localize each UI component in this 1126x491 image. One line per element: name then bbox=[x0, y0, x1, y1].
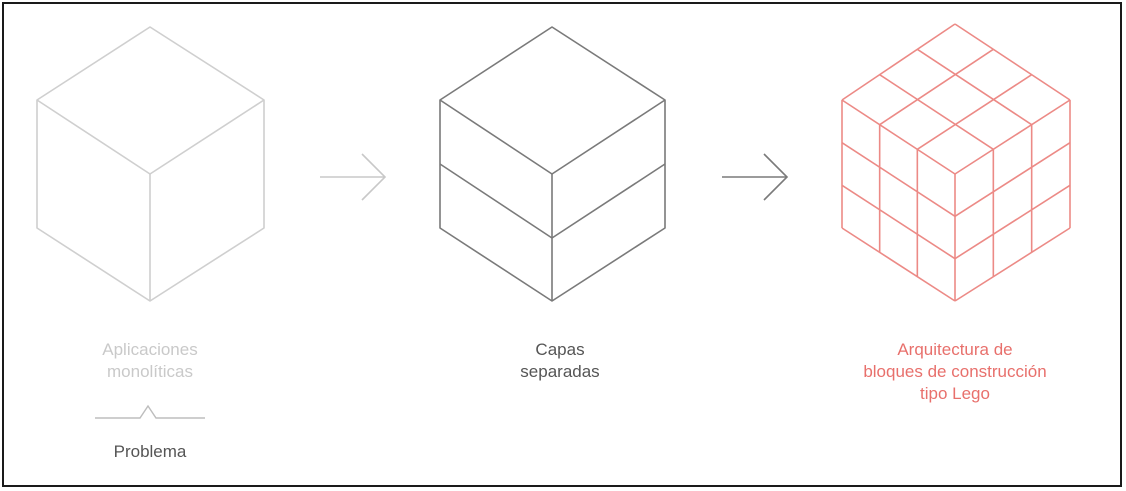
problem-bracket bbox=[95, 404, 205, 419]
lego-grid-line bbox=[916, 48, 1033, 126]
lego-grid-line bbox=[841, 227, 956, 302]
lego-grid-line bbox=[841, 23, 956, 101]
stage-lego-label: Arquitectura de bloques de construcción … bbox=[863, 340, 1047, 403]
lego-grid-line bbox=[841, 99, 956, 175]
arrow-icon bbox=[722, 153, 789, 201]
lego-cube bbox=[841, 23, 1071, 302]
lego-grid-line bbox=[954, 227, 1071, 302]
layers-cube bbox=[439, 26, 666, 302]
arrow-icon bbox=[320, 153, 387, 201]
stage-layers-label: Capas separadas bbox=[520, 340, 600, 381]
lego-grid-line bbox=[879, 73, 994, 151]
monolith-cube bbox=[36, 26, 265, 302]
lego-grid-line bbox=[841, 184, 956, 260]
lego-grid-line bbox=[954, 184, 1071, 260]
lego-grid-line bbox=[954, 141, 1071, 218]
lego-grid-line bbox=[841, 141, 956, 218]
lego-grid-line bbox=[916, 73, 1033, 151]
stage-monolith-label: Aplicaciones monolíticas bbox=[102, 340, 198, 381]
lego-grid-line bbox=[954, 99, 1071, 175]
lego-grid-line bbox=[879, 48, 994, 126]
problem-label: Problema bbox=[113, 442, 187, 461]
lego-grid-line bbox=[954, 23, 1071, 101]
